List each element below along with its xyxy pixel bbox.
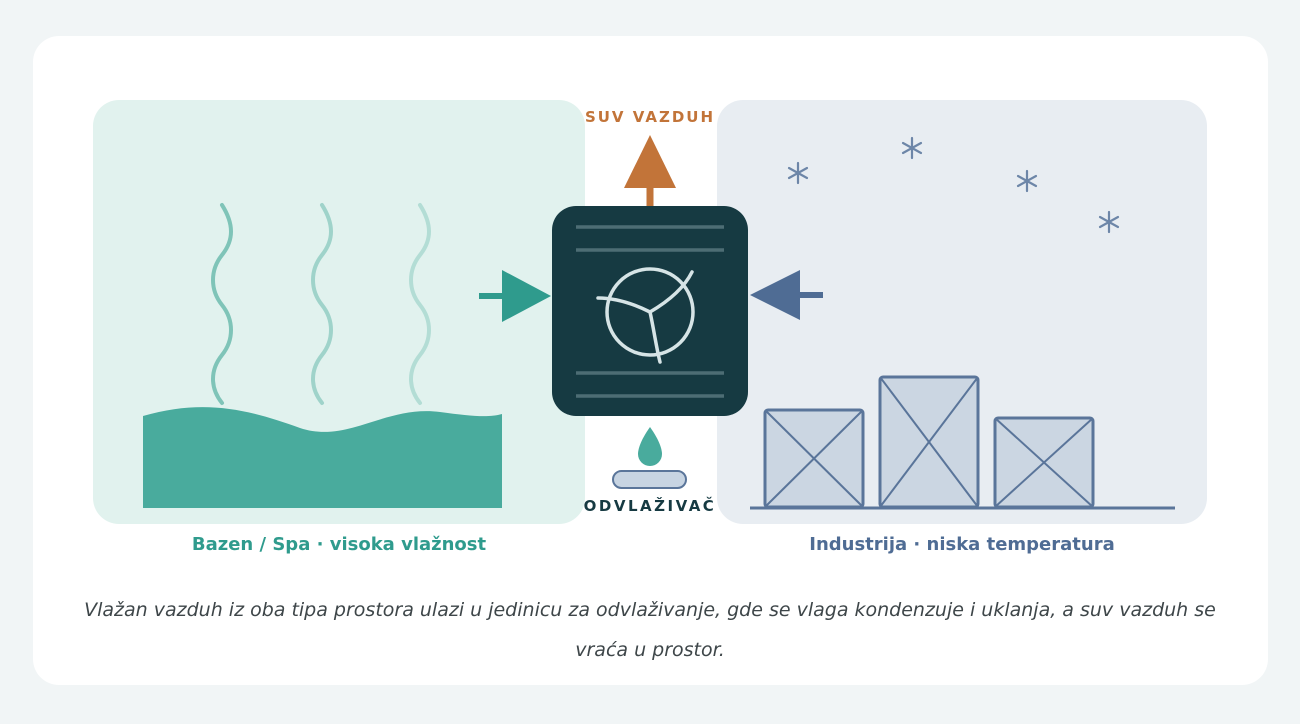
humid-air-in-arrow-left [479, 270, 551, 322]
steam-wave-icon [409, 203, 431, 405]
dehumidifier-label: ODVLAŽIVAČ [584, 496, 717, 515]
crate-icon [993, 416, 1095, 509]
steam-wave-icon [311, 203, 333, 405]
snowflake-icon [901, 136, 923, 160]
diagram-caption: Vlažan vazduh iz oba tipa prostora ulazi… [84, 599, 1216, 661]
industry-zone-label: Industrija · niska temperatura [809, 534, 1114, 555]
crate-icon [763, 408, 865, 509]
drain-tray-icon [612, 470, 687, 489]
snowflake-icon [787, 161, 809, 185]
steam-wave-icon [211, 203, 233, 405]
pool-water-icon [143, 407, 502, 508]
pool-zone-label: Bazen / Spa · visoka vlažnost [192, 534, 487, 555]
dehumidifier-unit [552, 206, 748, 416]
industry-zone [717, 100, 1207, 524]
snowflake-icon [1098, 210, 1120, 234]
fan-icon [596, 267, 695, 364]
dry-air-label: SUV VAZDUH [585, 108, 715, 126]
crate-icon [878, 375, 980, 509]
dry-air-out-arrow [624, 135, 676, 208]
humid-air-in-arrow-right [750, 270, 823, 320]
pool-spa-zone [93, 100, 585, 524]
water-drop-icon [638, 427, 662, 466]
snowflake-icon [1016, 169, 1038, 193]
